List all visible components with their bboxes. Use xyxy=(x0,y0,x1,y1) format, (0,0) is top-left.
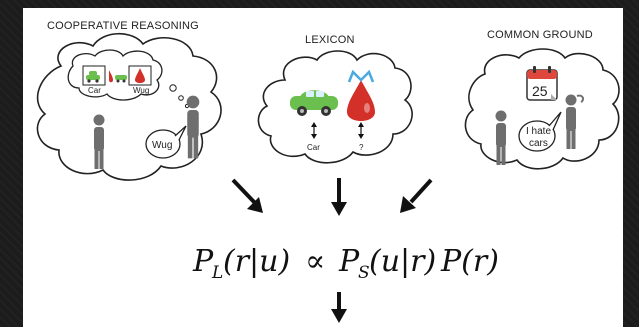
arrow-cooperative-to-formula xyxy=(231,178,257,205)
speech-text-wug: Wug xyxy=(152,140,172,151)
speaker-hair xyxy=(576,94,585,103)
diagram-svg: COOPERATIVE REASONING Car Wug xyxy=(36,20,620,323)
formula-rhs1-p: P xyxy=(338,244,360,279)
thought-dot xyxy=(178,95,184,101)
arrow-common-ground-to-formula xyxy=(409,178,433,204)
formula-lhs-sub: L xyxy=(211,263,223,283)
speech-text-line1: I hate xyxy=(526,126,551,137)
card-label-wug: Wug xyxy=(133,86,149,95)
arrow-head xyxy=(331,202,347,216)
wug-drop-icon xyxy=(347,69,375,121)
speech-text-line2: cars xyxy=(529,138,548,149)
calendar-icon: 25 xyxy=(526,66,558,101)
speech-bubble-hate-cars: I hate cars xyxy=(518,111,562,152)
thought-dot xyxy=(169,84,177,92)
lexicon-label-unknown: ? xyxy=(359,143,364,152)
formula-rhs2: P(r) xyxy=(440,244,499,279)
common-ground-title: COMMON GROUND xyxy=(487,29,593,41)
formula-propto: ∝ xyxy=(305,244,325,279)
calendar-day: 25 xyxy=(532,83,548,99)
mapping-arrow-unknown xyxy=(358,122,364,139)
formula-rhs1-args: (u|r) xyxy=(369,244,436,279)
lexicon-title: LEXICON xyxy=(305,34,355,46)
diagram-panel: COOPERATIVE REASONING Car Wug xyxy=(23,8,623,327)
bayes-formula: P L (r|u) ∝ P S (u|r) P(r) xyxy=(192,244,499,283)
drop-icon-small xyxy=(109,70,113,83)
formula-rhs1-sub: S xyxy=(358,263,370,283)
cooperative-reasoning-title: COOPERATIVE REASONING xyxy=(47,20,199,32)
formula-lhs-args: (r|u) xyxy=(223,244,290,279)
mapping-arrow-car xyxy=(311,122,317,139)
lexicon-label-car: Car xyxy=(307,143,320,152)
card-label-car: Car xyxy=(88,86,101,95)
arrow-head xyxy=(400,196,416,213)
arrow-head xyxy=(247,197,263,213)
cooperative-reasoning-panel: COOPERATIVE REASONING Car Wug xyxy=(36,20,222,181)
common-ground-panel: COMMON GROUND 25 I hate cars xyxy=(464,29,620,170)
formula-lhs-p: P xyxy=(192,244,214,279)
lexicon-panel: LEXICON Car xyxy=(257,34,413,164)
car-icon xyxy=(290,90,338,116)
referent-card-car: Car xyxy=(82,65,113,95)
speech-bubble-wug: Wug xyxy=(145,125,187,159)
arrow-head xyxy=(331,309,347,323)
flow-arrows xyxy=(231,178,433,323)
referent-card-wug: Wug xyxy=(115,65,152,95)
thought-cloud-inner xyxy=(67,49,163,101)
